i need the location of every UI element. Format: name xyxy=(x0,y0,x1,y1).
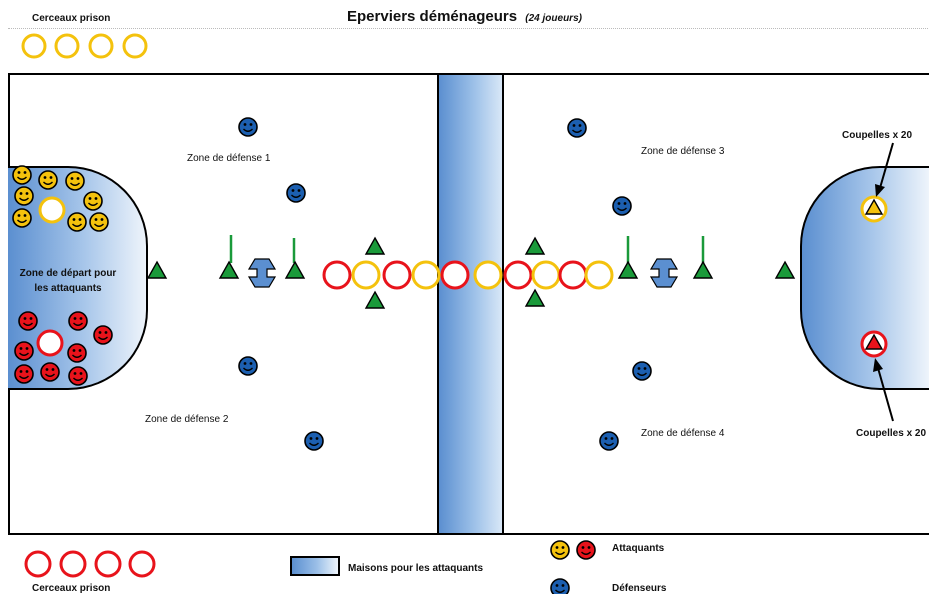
coupelles-label-bottom: Coupelles x 20 xyxy=(856,428,927,439)
zone-label-3: Zone de défense 3 xyxy=(641,146,725,157)
zone-label-4: Zone de défense 4 xyxy=(641,428,725,439)
coupelle-red xyxy=(860,330,888,358)
hoop-row xyxy=(322,260,614,290)
hoop-icon-start-yellow xyxy=(38,196,66,224)
yellow-attackers xyxy=(12,165,109,232)
arrow-icon-bottom xyxy=(873,358,894,422)
top-divider xyxy=(8,28,928,29)
middle-house xyxy=(437,73,504,535)
double-arrow-icon-left xyxy=(248,258,276,288)
prison-label-top: Cerceaux prison xyxy=(32,13,111,24)
legend-red-attacker-icon xyxy=(576,540,596,560)
coupelle-yellow xyxy=(860,195,888,223)
legend-yellow-attacker-icon xyxy=(550,540,570,560)
red-attackers xyxy=(14,311,113,386)
legend-defender-icon xyxy=(550,578,570,594)
prison-hoops-top xyxy=(21,33,148,59)
hoop-icon-start-red xyxy=(36,329,64,357)
legend-houses-label: Maisons pour les attaquants xyxy=(348,563,484,574)
zone-label-2: Zone de défense 2 xyxy=(145,414,229,425)
arrow-icon-top xyxy=(875,142,894,197)
start-zone-label: Zone de départ pour les attaquants xyxy=(19,268,117,294)
cones xyxy=(147,237,795,309)
legend-house-swatch xyxy=(290,556,340,576)
legend-attackers-label: Attaquants xyxy=(612,543,665,554)
double-arrow-icon-right xyxy=(650,258,678,288)
prison-hoops-bottom xyxy=(24,550,156,578)
diagram-title: Eperviers déménageurs (24 joueurs) xyxy=(0,8,929,25)
zone-label-1: Zone de défense 1 xyxy=(187,153,271,164)
title-main: Eperviers déménageurs xyxy=(347,8,518,25)
legend-defenders-label: Défenseurs xyxy=(612,583,667,594)
title-sub: (24 joueurs) xyxy=(525,13,582,24)
prison-label-bottom: Cerceaux prison xyxy=(32,583,111,594)
posts xyxy=(229,235,705,263)
coupelles-label-top: Coupelles x 20 xyxy=(842,130,913,141)
